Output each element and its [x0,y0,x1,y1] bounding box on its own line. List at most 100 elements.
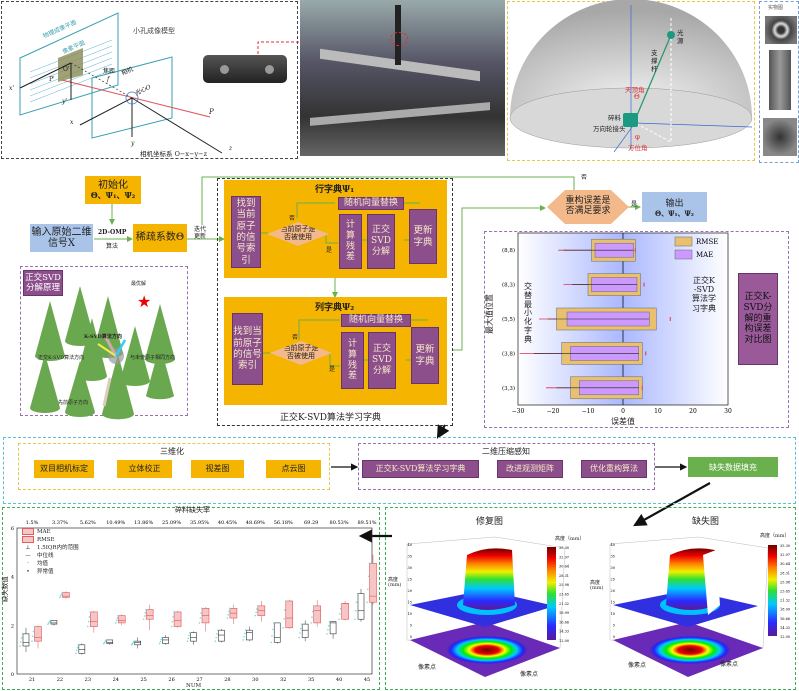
repaired-zlabel: 高度(mm) [388,577,402,588]
col-svd-box: 正交SVD分解 [368,332,396,389]
z-tick-label: 0 [410,635,412,639]
data-point [368,562,371,565]
error-check-label: 重构误差是否满足要求 [565,196,611,216]
x-tick-label: 45 [364,677,370,683]
box [273,622,281,643]
x-tick-label: 21 [29,677,35,683]
missing-ylabel: 像素点 [720,661,739,668]
lens-icon [220,65,229,74]
data-point [158,642,161,645]
box [369,562,377,603]
step-disparity: 视差图 [191,460,244,478]
x-tick-label: 25 [140,677,146,683]
row-update-label: 更新字典 [413,225,433,248]
x-tick-label: 27 [196,677,202,683]
data-point [272,622,275,624]
data-point [170,625,173,628]
y-tick-label: 0 [11,672,14,678]
real-photos-title: 实物图 [768,5,784,11]
data-point [116,617,119,619]
p-label: P [209,108,214,116]
init-label: 初始化 [98,179,128,191]
data-point [20,641,22,643]
data-point [75,649,78,652]
data-point [229,607,231,610]
y-tick-label: (5,5) [502,316,515,323]
colorbar-tick-label: 28.31 [780,571,790,575]
repaired-colorbar-title: 高度（mm） [555,536,585,542]
data-point [311,616,313,619]
col-update-label: 更新字典 [415,344,435,367]
top-tick-label: 13.86% [134,520,153,526]
data-point [102,642,105,645]
hemisphere-diagram [509,0,753,153]
colorbar-tick-label: 32.97 [559,555,569,559]
data-point [340,602,343,605]
box [117,615,126,624]
z-tick-label: 40 [611,543,615,547]
data-point [355,601,358,604]
data-point [19,645,21,647]
data-point [131,642,134,645]
z-tick-label: 20 [408,589,412,593]
colorbar [768,545,777,636]
data-point [367,575,370,578]
data-point [255,611,257,614]
error-chart-panel [484,231,789,428]
repaired-plot-title: 修复图 [476,517,504,527]
z-tick-label: 10 [611,612,615,616]
cone-field [30,286,175,420]
row-svd-label: 正交SVD分解 [371,225,391,257]
row-find-index-label: 找到当前原子的信号索引 [236,197,256,266]
data-point [47,623,49,625]
data-point [228,610,230,613]
x-prime-label: x' [9,85,15,92]
data-point [282,626,285,629]
z-label: z [229,145,233,152]
box [50,620,58,625]
data-point [312,605,315,607]
svd-principle-title: 正交SVD分解原理 [23,270,63,296]
y-tick-label: 4 [11,575,14,581]
colorbar-tick-label: 35.30 [559,546,569,550]
step-label: 优化重构算法 [590,464,638,474]
ksvd-direction-label: K-SVD算法方向 [84,334,122,340]
data-point [272,628,274,631]
top-tick-label: 1.5% [26,520,39,526]
repaired-ylabel: 像素点 [520,671,539,678]
data-point [256,605,259,607]
data-point [189,631,191,634]
col-residual-label: 计算残差 [347,338,357,382]
data-point [339,613,341,615]
data-point [188,634,190,637]
boxplot-title: 碎料缺失率 [175,506,210,514]
data-point [355,609,357,612]
y-tick-label: (3,8) [502,350,515,357]
pinhole-diagram [19,12,223,154]
camera-marker [390,32,408,46]
error-check-decision: 重构误差是否满足要求 [547,190,629,224]
real-photo-light [765,16,797,44]
data-point [298,636,300,639]
z-tick-label: 30 [611,566,615,570]
row-update-box: 更新字典 [409,209,437,264]
data-point [87,620,90,623]
data-point [59,596,61,599]
box [357,593,365,620]
step-stereo-calibration: 双目相机标定 [34,460,94,478]
data-point [161,636,163,639]
data-point [159,640,162,643]
missing-xlabel: 像素点 [628,662,647,669]
surface-peak [463,548,515,610]
data-point [310,622,312,624]
data-point [254,614,257,617]
missing-region [703,550,720,615]
group-3d-panel [18,443,330,490]
legend-swatch [674,249,693,260]
row-residual-label: 计算残差 [345,219,355,263]
error-chart-label: 正交K-SVD分解的重构误差对比图 [743,292,773,346]
data-point [226,617,229,619]
x-tick-label: 26 [168,677,174,683]
